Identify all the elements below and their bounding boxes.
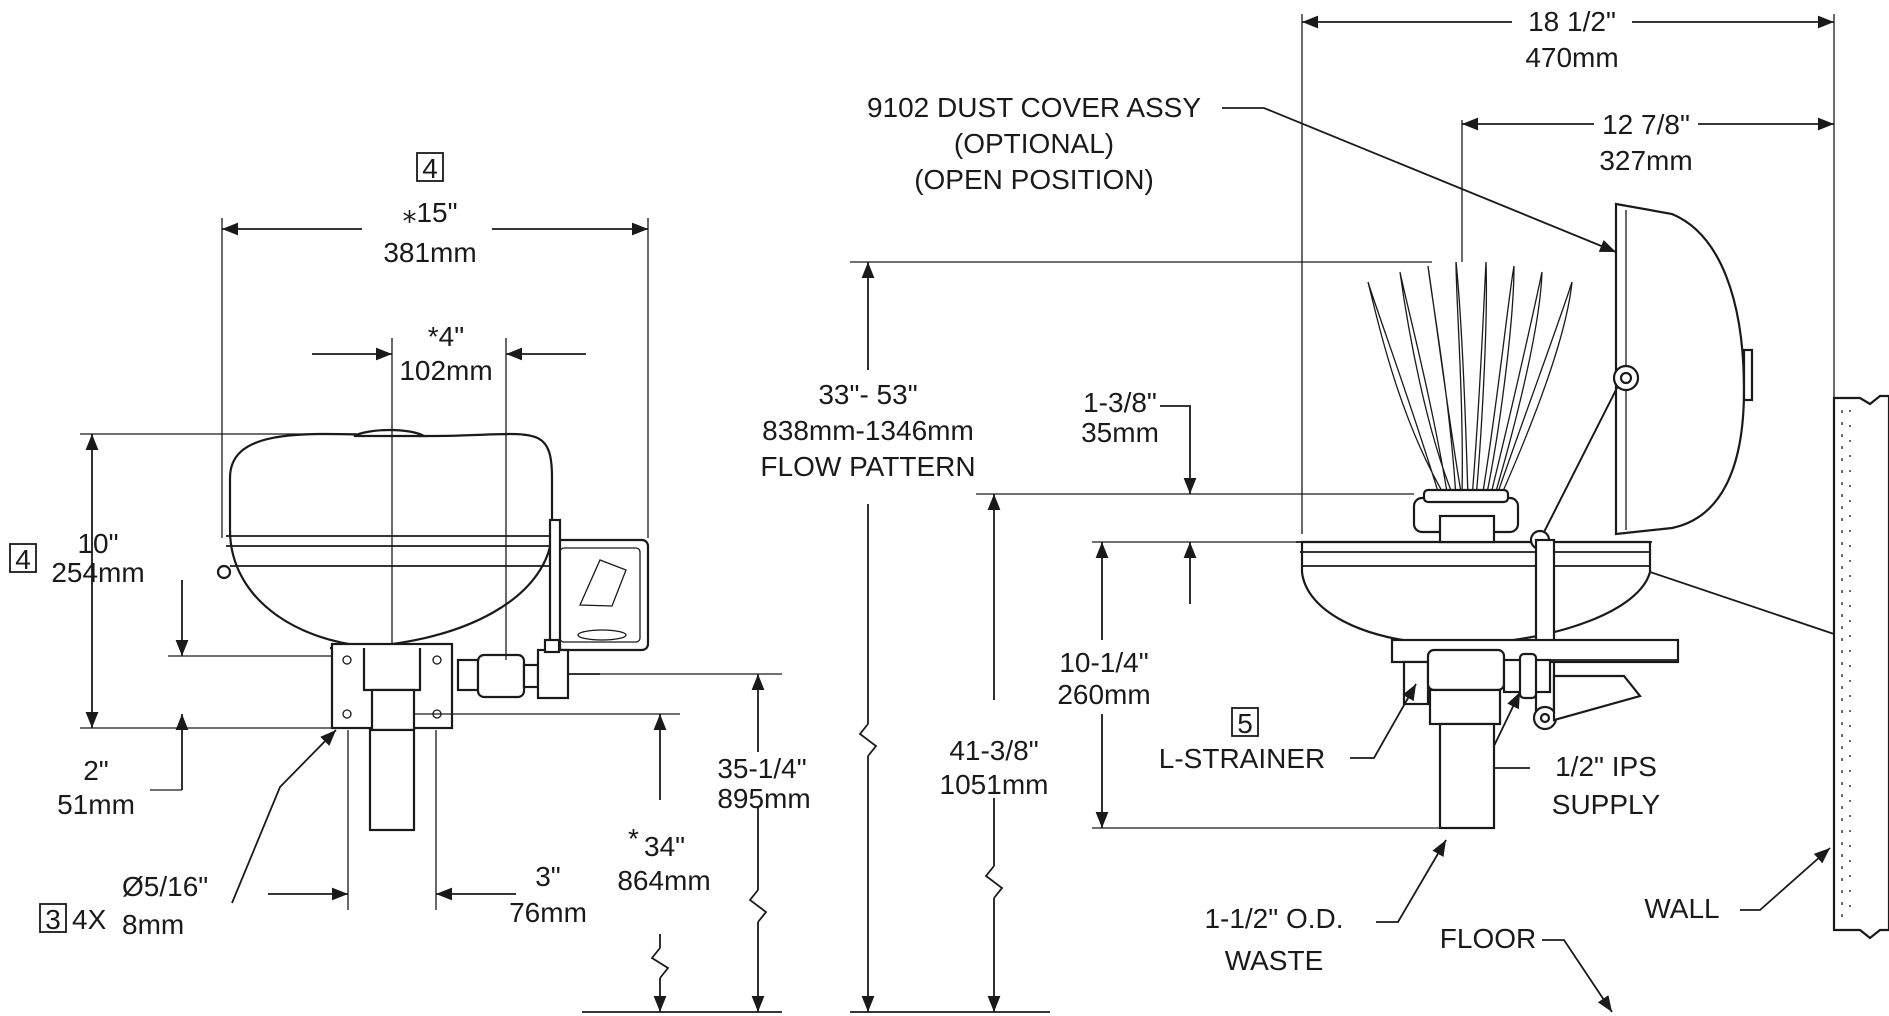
box-4-left: 4 <box>15 544 31 575</box>
spout-in: 1-3/8" <box>1083 387 1157 418</box>
note-box-4-top <box>416 152 444 182</box>
note-box-4-left <box>9 543 37 573</box>
front-view: 4 ⁎15" 381mm *4" 102mm 4 10" 254mm 2" 51… <box>9 152 811 1013</box>
bottom-mm: 51mm <box>57 789 135 820</box>
mount-mm: 864mm <box>617 865 710 896</box>
box-4-top: 4 <box>422 153 438 184</box>
offset-mm: 102mm <box>399 355 492 386</box>
flow-pattern <box>1367 261 1573 499</box>
side-waste-pipe <box>1438 722 1496 830</box>
supply-valve <box>456 658 480 692</box>
depth-mm: 470mm <box>1525 42 1618 73</box>
hole-dia: Ø5/16" <box>122 871 208 902</box>
hole-mm: 8mm <box>122 909 184 940</box>
flow-in: 33"- 53" <box>818 379 917 410</box>
height-mm: 254mm <box>51 557 144 588</box>
box-5: 5 <box>1237 708 1253 739</box>
offset-in: *4" <box>428 321 464 352</box>
hole-count: 4X <box>72 904 107 935</box>
note-box-3 <box>39 903 67 933</box>
cover-line1: 9102 DUST COVER ASSY <box>867 92 1201 123</box>
head-mm: 327mm <box>1599 145 1692 176</box>
mount-star: * <box>628 823 639 854</box>
spacing-mm: 76mm <box>509 897 587 928</box>
front-bowl <box>228 432 554 650</box>
spout-mm: 35mm <box>1081 417 1159 448</box>
wall <box>1832 394 1889 940</box>
rim-in: 41-3/8" <box>949 735 1038 766</box>
supply-mm: 895mm <box>717 783 810 814</box>
height-in: 10" <box>77 528 118 559</box>
bottom-in: 2" <box>83 755 109 786</box>
bowl-mm: 260mm <box>1057 679 1150 710</box>
strainer: L-STRAINER <box>1159 743 1325 774</box>
note-box-5 <box>1231 707 1259 737</box>
cover-line2: (OPTIONAL) <box>954 128 1114 159</box>
side-bowl <box>1300 540 1652 646</box>
spacing-in: 3" <box>535 861 561 892</box>
front-waste-pipe <box>368 728 416 832</box>
supply-in: 35-1/4" <box>717 753 806 784</box>
wall-label: WALL <box>1644 893 1719 924</box>
width-in: ⁎15" <box>402 197 457 228</box>
flow-label: FLOW PATTERN <box>760 451 975 482</box>
box-3: 3 <box>45 904 61 935</box>
ips-line2: SUPPLY <box>1552 789 1661 820</box>
depth-in: 18 1/2" <box>1528 6 1616 37</box>
ips-line1: 1/2" IPS <box>1555 751 1657 782</box>
push-handle-plate <box>550 538 650 652</box>
waste-line2: WASTE <box>1225 945 1324 976</box>
waste-line1: 1-1/2" O.D. <box>1204 903 1343 934</box>
width-mm: 381mm <box>383 237 476 268</box>
mount-in: 34" <box>644 831 685 862</box>
rim-mm: 1051mm <box>940 769 1049 800</box>
side-view: 18 1/2" 470mm 12 7/8" 327mm 9102 DUST CO… <box>760 6 1889 1013</box>
head-in: 12 7/8" <box>1602 109 1690 140</box>
flow-mm: 838mm-1346mm <box>762 415 974 446</box>
bowl-in: 10-1/4" <box>1059 647 1148 678</box>
cover-line3: (OPEN POSITION) <box>914 164 1154 195</box>
floor-label: FLOOR <box>1440 923 1536 954</box>
